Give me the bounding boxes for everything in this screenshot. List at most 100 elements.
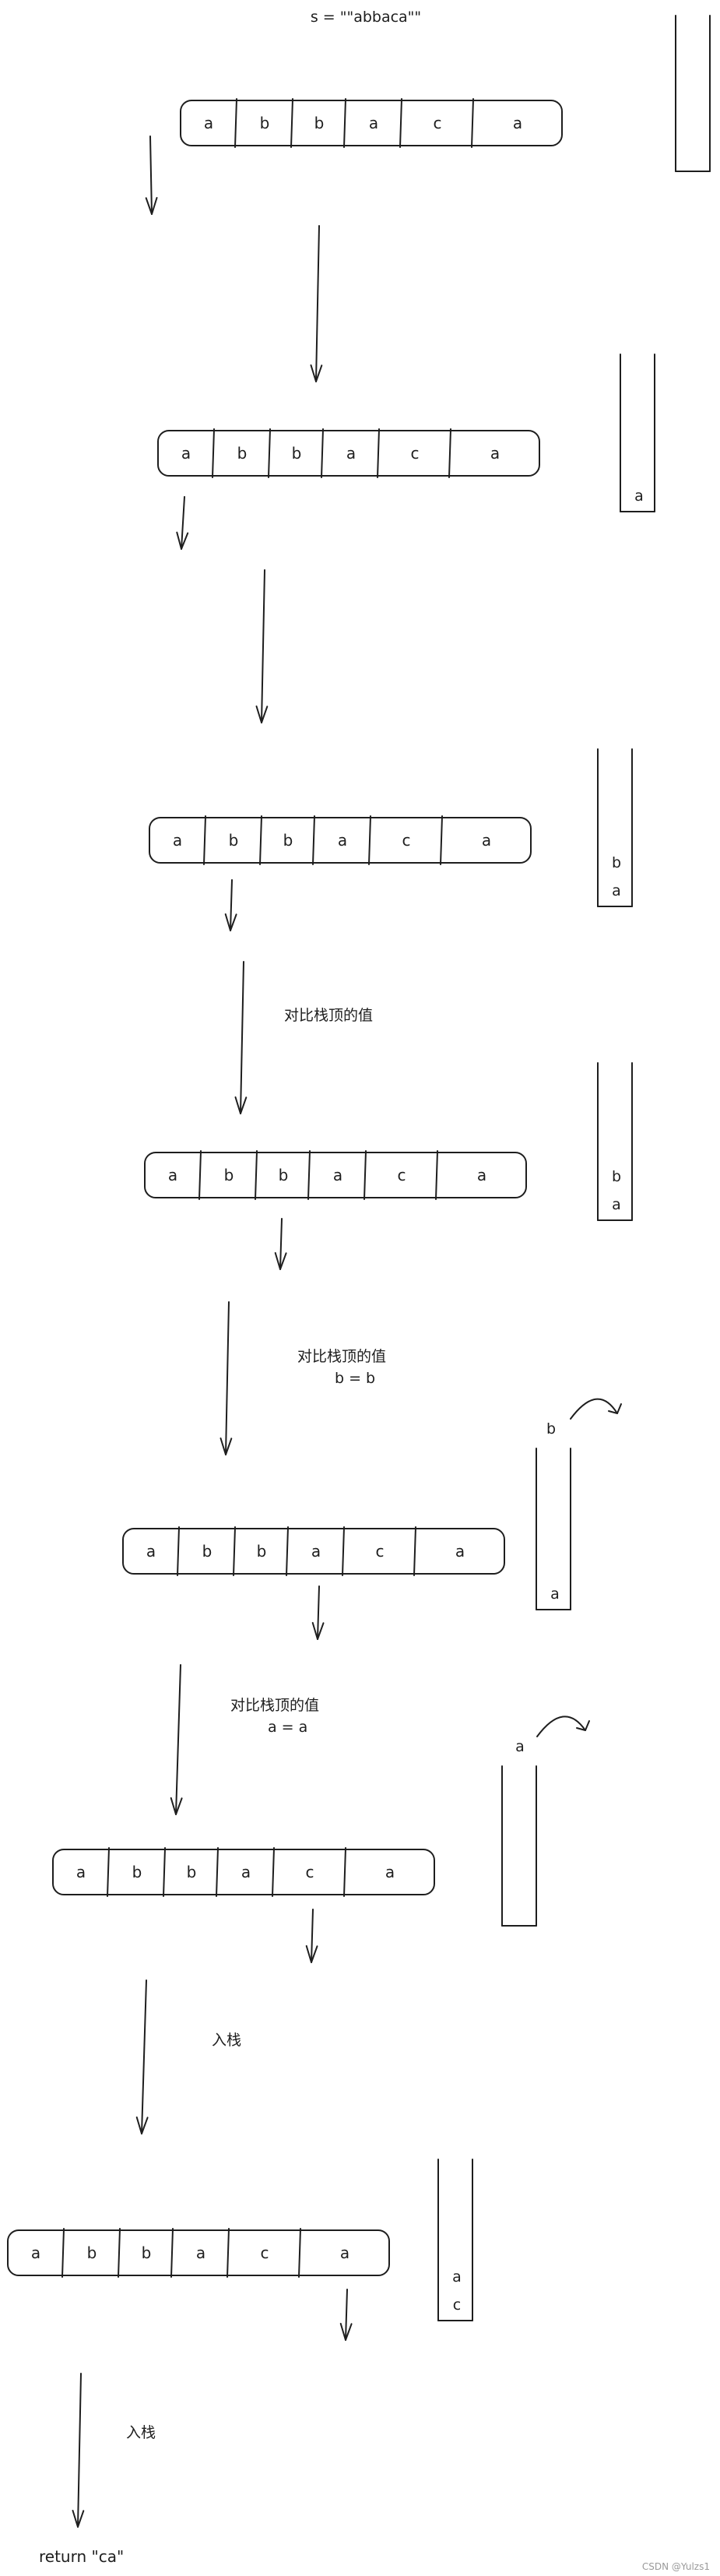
char-cell: a xyxy=(204,114,213,132)
flow-arrow xyxy=(310,225,323,382)
char-cell: b xyxy=(292,444,302,463)
annotation: 入栈 xyxy=(126,2424,156,2441)
small-arrow xyxy=(339,2289,353,2341)
char-cell: a xyxy=(338,831,347,850)
small-arrow xyxy=(176,496,189,550)
flow-arrow xyxy=(234,961,248,1114)
char-cell: a xyxy=(346,444,356,463)
arrow-head xyxy=(72,2510,85,2528)
char-cell: b xyxy=(279,1166,289,1184)
char-cell: c xyxy=(306,1863,314,1881)
stack: a xyxy=(620,354,655,512)
arrow-head xyxy=(170,1797,183,1815)
annotation: 对比栈顶的值 xyxy=(284,1007,373,1024)
title: s = ""abbaca"" xyxy=(311,9,421,26)
cell-divider xyxy=(233,1526,236,1576)
small-arrow xyxy=(224,879,237,931)
small-arrow xyxy=(274,1218,287,1270)
stack-item: c xyxy=(453,2296,461,2314)
flow-arrow xyxy=(135,1980,149,2134)
string-box xyxy=(157,430,540,477)
stack-item: a xyxy=(612,882,621,899)
stack: ab xyxy=(597,1062,633,1221)
cell-divider xyxy=(368,815,371,865)
arrow-head xyxy=(274,1251,287,1270)
cell-divider xyxy=(377,428,380,478)
cell-divider xyxy=(307,1150,311,1200)
arrow-shaft xyxy=(240,961,244,1114)
char-cell: b xyxy=(229,831,239,850)
arrow-head xyxy=(339,2322,353,2341)
stack-item: b xyxy=(612,1168,621,1185)
arrow-head xyxy=(311,1621,325,1640)
stack-item: a xyxy=(612,1196,621,1213)
cell-divider xyxy=(216,1847,219,1897)
arrow-shaft xyxy=(141,1980,147,2134)
stack: a xyxy=(536,1448,571,1610)
flow-arrow xyxy=(255,569,269,723)
small-arrow xyxy=(145,135,158,215)
annotation: b = b xyxy=(335,1370,375,1387)
pop-arc-head xyxy=(576,1720,590,1731)
cell-divider xyxy=(399,98,402,148)
char-cell: b xyxy=(314,114,325,132)
char-cell: a xyxy=(181,444,191,463)
cell-divider xyxy=(203,815,206,865)
arrow-shaft xyxy=(261,569,265,723)
char-cell: c xyxy=(376,1542,385,1561)
char-cell: b xyxy=(132,1863,142,1881)
arrow-shaft xyxy=(77,2373,82,2528)
char-cell: a xyxy=(369,114,378,132)
popped-item: b xyxy=(546,1420,556,1438)
arrow-head xyxy=(145,197,158,215)
stack xyxy=(501,1765,537,1927)
cell-divider xyxy=(198,1150,202,1200)
arrow-shaft xyxy=(317,1585,320,1640)
cell-divider xyxy=(448,428,451,478)
pop-arc xyxy=(570,1398,618,1420)
char-cell: c xyxy=(402,831,411,850)
cell-divider xyxy=(435,1150,438,1200)
annotation: 对比栈顶的值 xyxy=(230,1697,319,1714)
cell-divider xyxy=(272,1847,275,1897)
pop-arrow xyxy=(536,1716,590,1737)
char-cell: a xyxy=(146,1542,156,1561)
cell-divider xyxy=(61,2228,65,2278)
cell-divider xyxy=(268,428,271,478)
pop-arc xyxy=(536,1716,586,1737)
cell-divider xyxy=(471,98,474,148)
flow-arrow xyxy=(72,2373,85,2528)
char-cell: a xyxy=(455,1542,465,1561)
char-cell: b xyxy=(237,444,248,463)
cell-divider xyxy=(440,815,443,865)
char-cell: b xyxy=(283,831,293,850)
popped-item: a xyxy=(515,1738,525,1755)
char-cell: b xyxy=(142,2243,152,2262)
annotation: 入栈 xyxy=(212,2032,241,2049)
char-cell: a xyxy=(340,2243,349,2262)
char-cell: a xyxy=(482,831,491,850)
char-cell: b xyxy=(202,1542,212,1561)
cell-divider xyxy=(255,1150,258,1200)
stack-item: a xyxy=(550,1585,560,1603)
cell-divider xyxy=(234,98,237,148)
arrow-shaft xyxy=(225,1301,230,1455)
pop-arc-head xyxy=(608,1403,622,1414)
char-cell: a xyxy=(333,1166,342,1184)
char-cell: b xyxy=(260,114,270,132)
cell-divider xyxy=(321,428,324,478)
small-arrow xyxy=(305,1909,318,1963)
char-cell: a xyxy=(385,1863,395,1881)
flow-arrow xyxy=(220,1301,233,1455)
cell-divider xyxy=(118,2228,121,2278)
char-cell: a xyxy=(490,444,500,463)
arrow-head xyxy=(224,913,237,931)
char-cell: c xyxy=(434,114,442,132)
cell-divider xyxy=(259,815,262,865)
